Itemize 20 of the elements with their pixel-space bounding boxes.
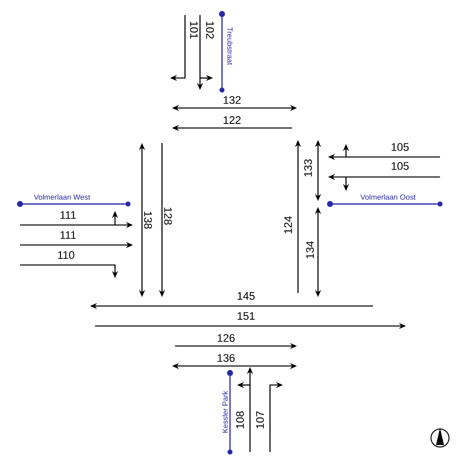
lane-number: 133 xyxy=(304,159,312,176)
lane-number: 151 xyxy=(238,312,255,320)
lane-number: 111 xyxy=(60,231,76,239)
lane-number: 110 xyxy=(58,251,74,259)
lane-number: 105 xyxy=(392,143,409,151)
lane-number: 105 xyxy=(392,162,409,170)
lane-number: 102 xyxy=(206,22,214,39)
lane-number: 136 xyxy=(218,354,235,362)
lane-number: 134 xyxy=(306,241,314,258)
lane-number: 101 xyxy=(190,22,198,39)
lane-number: 108 xyxy=(236,411,244,428)
lane-number: 122 xyxy=(224,116,241,124)
lane-number: 126 xyxy=(218,334,235,342)
lane-number: 132 xyxy=(224,96,241,104)
lane-number: 107 xyxy=(256,411,264,428)
lane-number: 128 xyxy=(164,208,172,225)
lane-number: 111 xyxy=(60,211,76,219)
lane-number: 145 xyxy=(238,292,255,300)
lane-number: 124 xyxy=(284,216,292,234)
lane-number: 138 xyxy=(144,212,152,229)
